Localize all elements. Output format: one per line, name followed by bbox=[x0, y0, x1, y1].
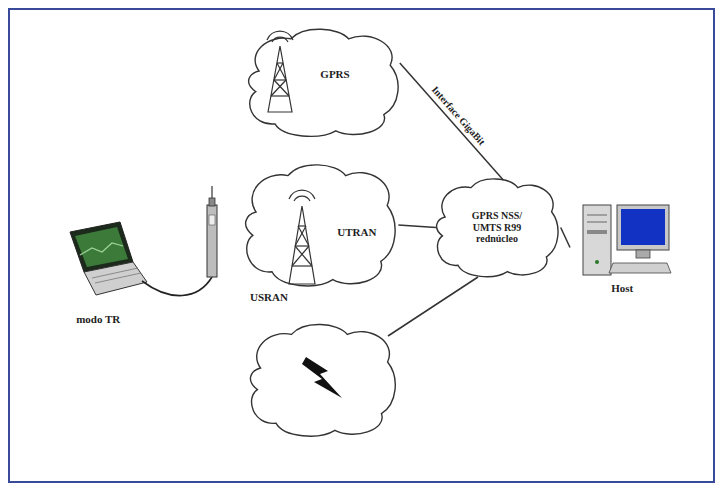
laptop-icon bbox=[70, 222, 147, 295]
link-line bbox=[398, 225, 436, 228]
device-label: Host bbox=[611, 282, 633, 295]
frame bbox=[9, 9, 714, 482]
cloud-label: UTRAN bbox=[337, 226, 376, 239]
link-line bbox=[561, 228, 570, 248]
cloud-outline bbox=[243, 25, 403, 140]
cloud-label: GPRS bbox=[320, 68, 349, 81]
host-node: Host bbox=[570, 195, 680, 300]
cable bbox=[142, 277, 212, 296]
radio-tower bbox=[267, 31, 293, 112]
link-line bbox=[400, 63, 504, 180]
lightning-bolt bbox=[302, 357, 342, 398]
computer-icon bbox=[583, 205, 671, 275]
antenna-terminal bbox=[207, 186, 217, 277]
laptop-node: modo TR bbox=[55, 215, 175, 330]
link-label: Interface GigaBit bbox=[428, 82, 489, 149]
region-label: USRAN bbox=[250, 291, 288, 304]
device-label: modo TR bbox=[76, 313, 120, 326]
network-cloud: UTRAN bbox=[240, 160, 400, 290]
link-line bbox=[388, 277, 478, 336]
radio-tower bbox=[289, 190, 315, 284]
cloud-label: GPRS NSS/ UMTS R99 rednúcleo bbox=[464, 210, 530, 245]
cloud-outline bbox=[240, 160, 400, 290]
network-cloud: GPRS bbox=[243, 25, 403, 140]
core-network-cloud: GPRS NSS/ UMTS R99 rednúcleo bbox=[432, 175, 562, 280]
cloud-shape bbox=[250, 324, 395, 436]
